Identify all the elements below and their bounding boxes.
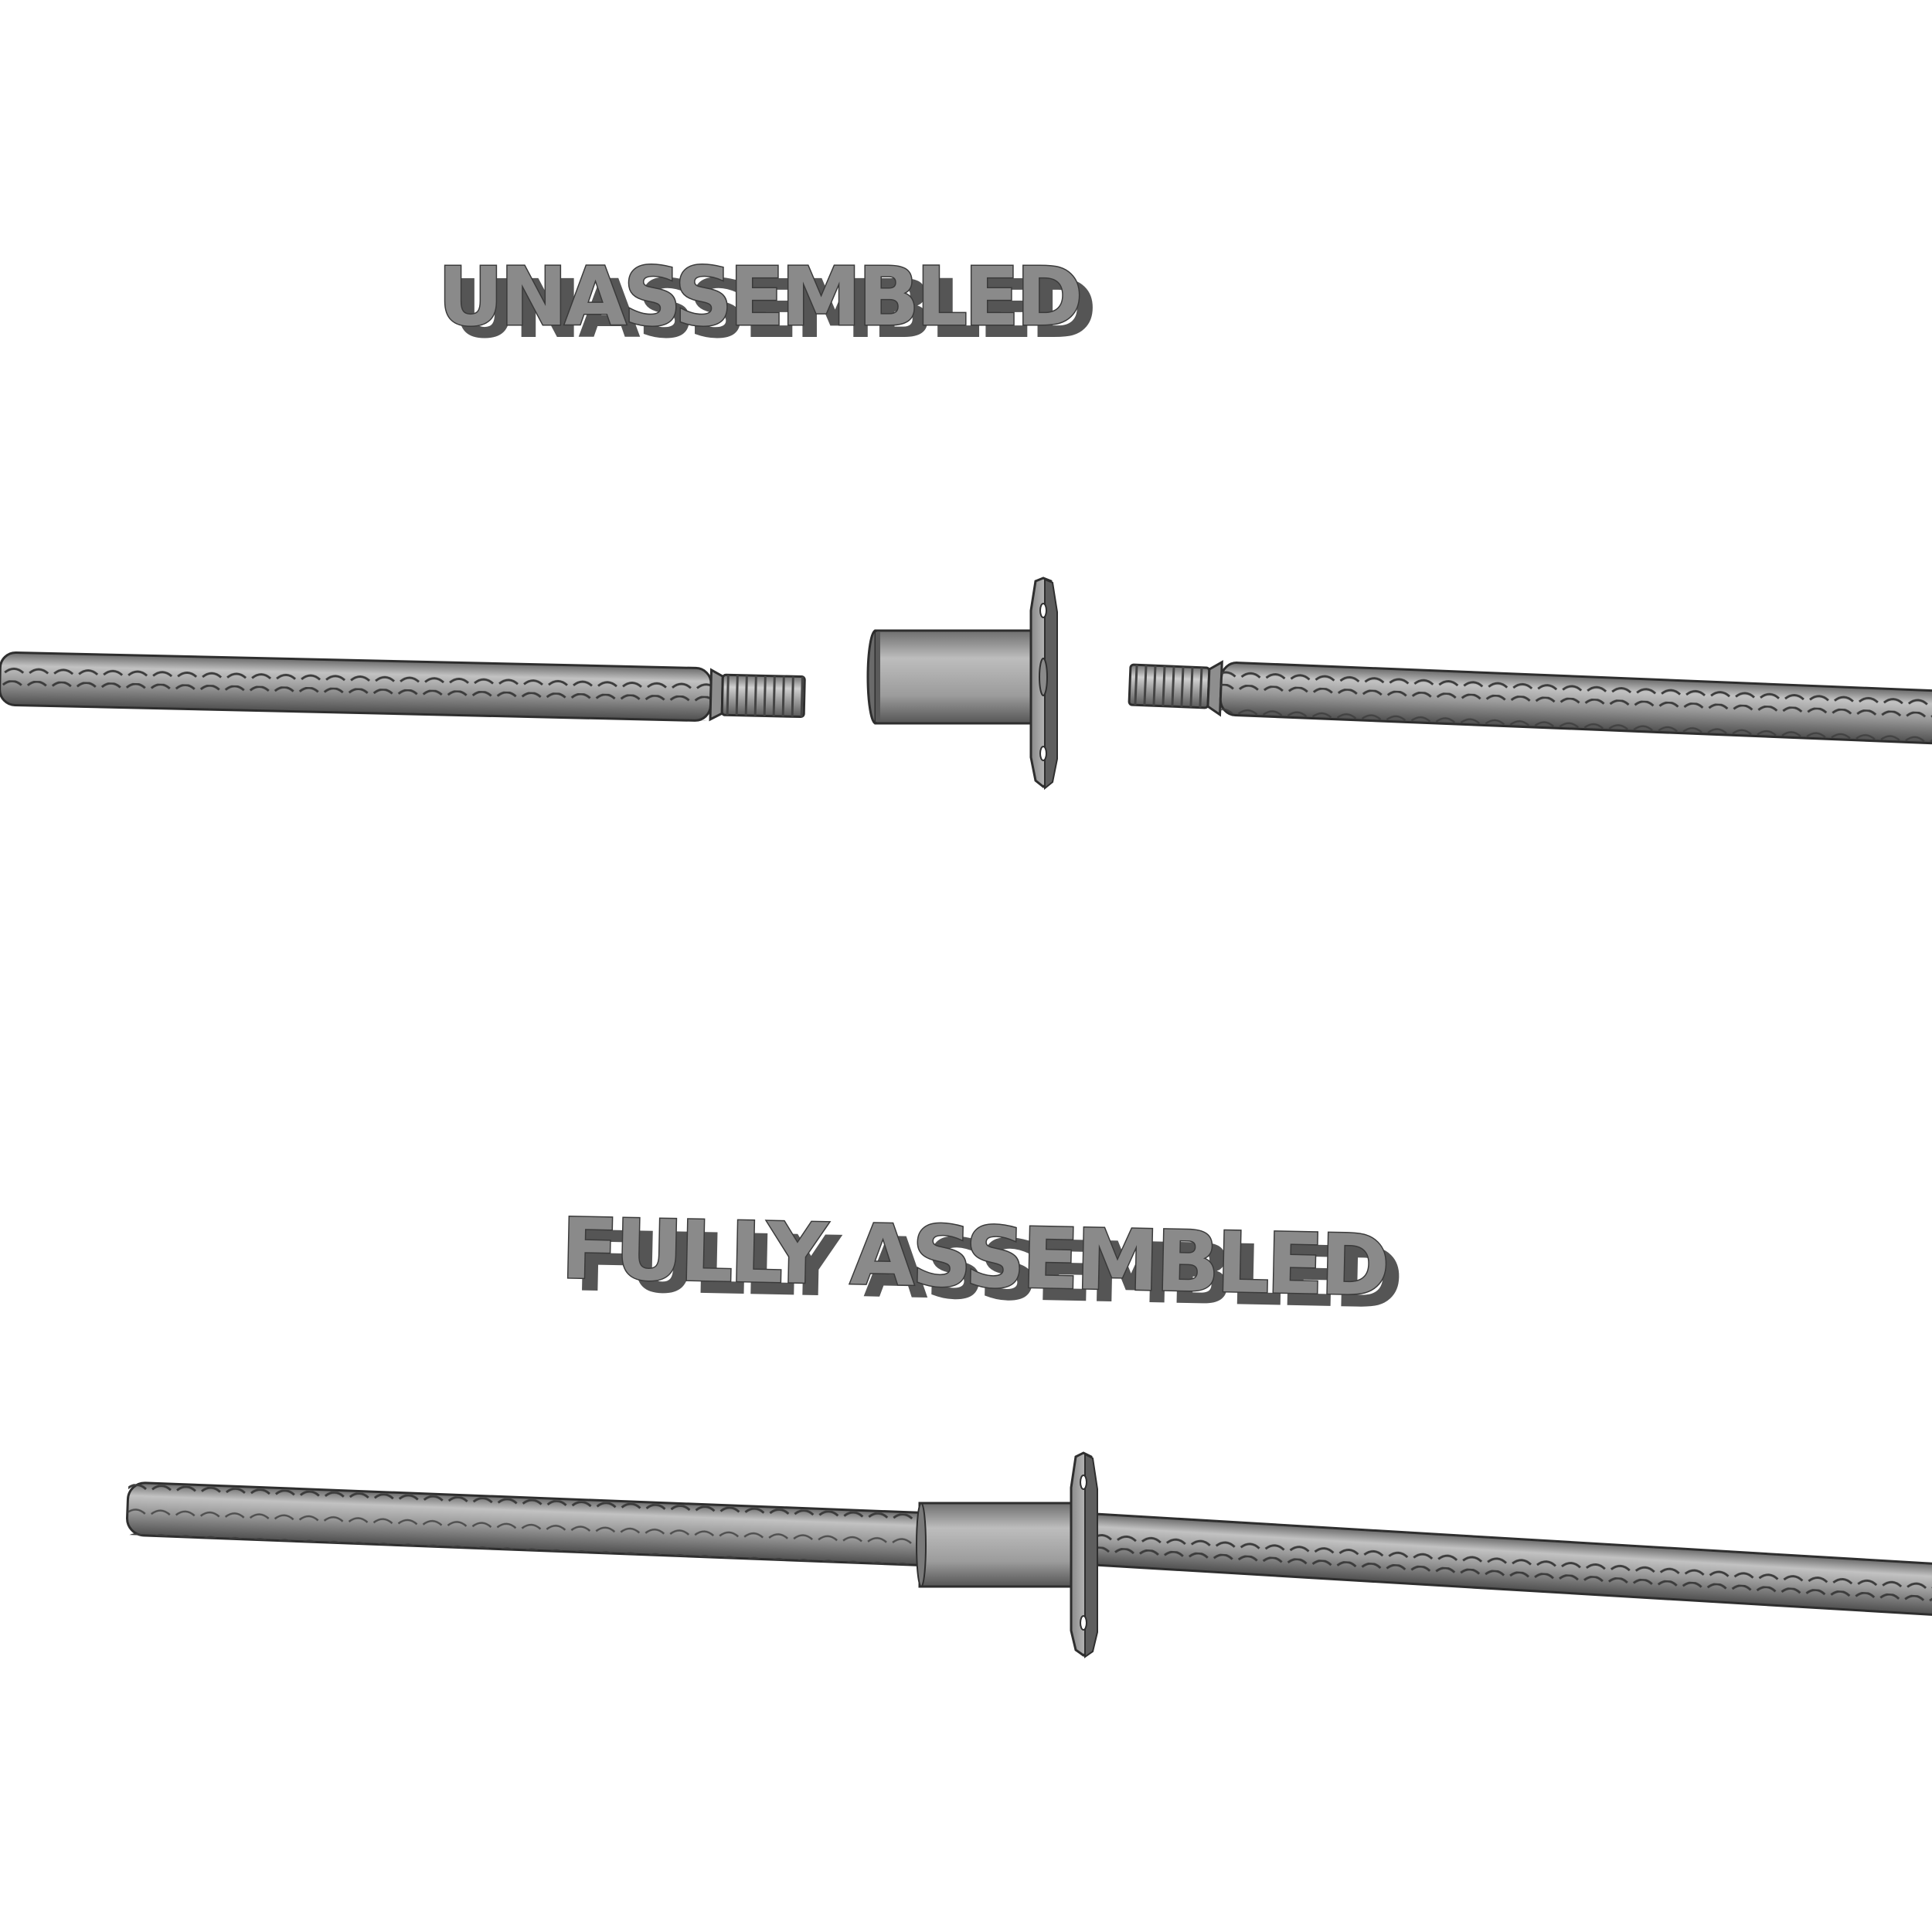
right-rebar-unassembled [1128,660,1932,745]
title-fully-assembled-shadow: FULLY ASSEMBLED [574,1213,1402,1327]
assembled-left-rebar-ribs [126,1482,936,1566]
right-rebar-assembled [1080,1512,1932,1617]
title-fully-assembled-text: FULLY ASSEMBLED [560,1201,1388,1315]
right-rebar-threads [1128,665,1209,709]
flange-bolt-hole-bottom [1039,746,1047,761]
assembled-coupler-sleeve [918,1502,1083,1588]
assembled-right-rebar-ribs [1080,1513,1932,1617]
title-unassembled: UNASSEMBLED UNASSEMBLED [437,249,1097,357]
left-rebar-assembled [126,1481,937,1566]
flange-bore [1039,658,1048,696]
coupler-assembled [916,1451,1098,1658]
coupler-sleeve [874,629,1041,725]
left-rebar-threads [722,675,805,717]
flange-bolt-hole-top [1039,603,1047,618]
title-unassembled-text: UNASSEMBLED [438,250,1080,344]
left-rebar-unassembled [0,651,806,722]
right-rebar-ribs [1219,662,1932,744]
assembled-flange-bolt-hole-bottom [1080,1615,1087,1631]
title-unassembled-shadow: UNASSEMBLED [452,262,1094,356]
assembled-flange-bolt-hole-top [1080,1475,1087,1490]
left-rebar-ribs [0,652,712,721]
right-rebar-taper [1206,660,1223,717]
coupler-unassembled [866,577,1058,791]
title-fully-assembled: FULLY ASSEMBLED FULLY ASSEMBLED [559,1200,1402,1328]
